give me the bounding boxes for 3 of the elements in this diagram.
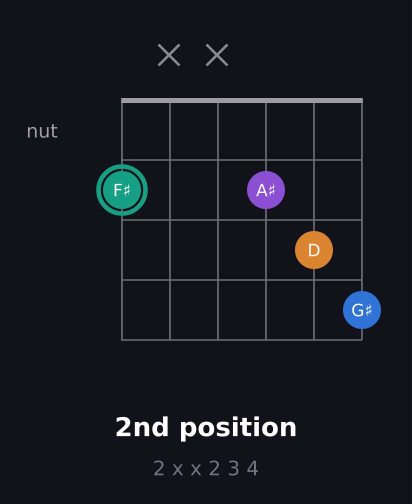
title: 2nd position — [116, 416, 296, 442]
fingering-text: 2 x x 2 3 4 — [154, 460, 258, 476]
nut-label: nut — [28, 124, 58, 138]
